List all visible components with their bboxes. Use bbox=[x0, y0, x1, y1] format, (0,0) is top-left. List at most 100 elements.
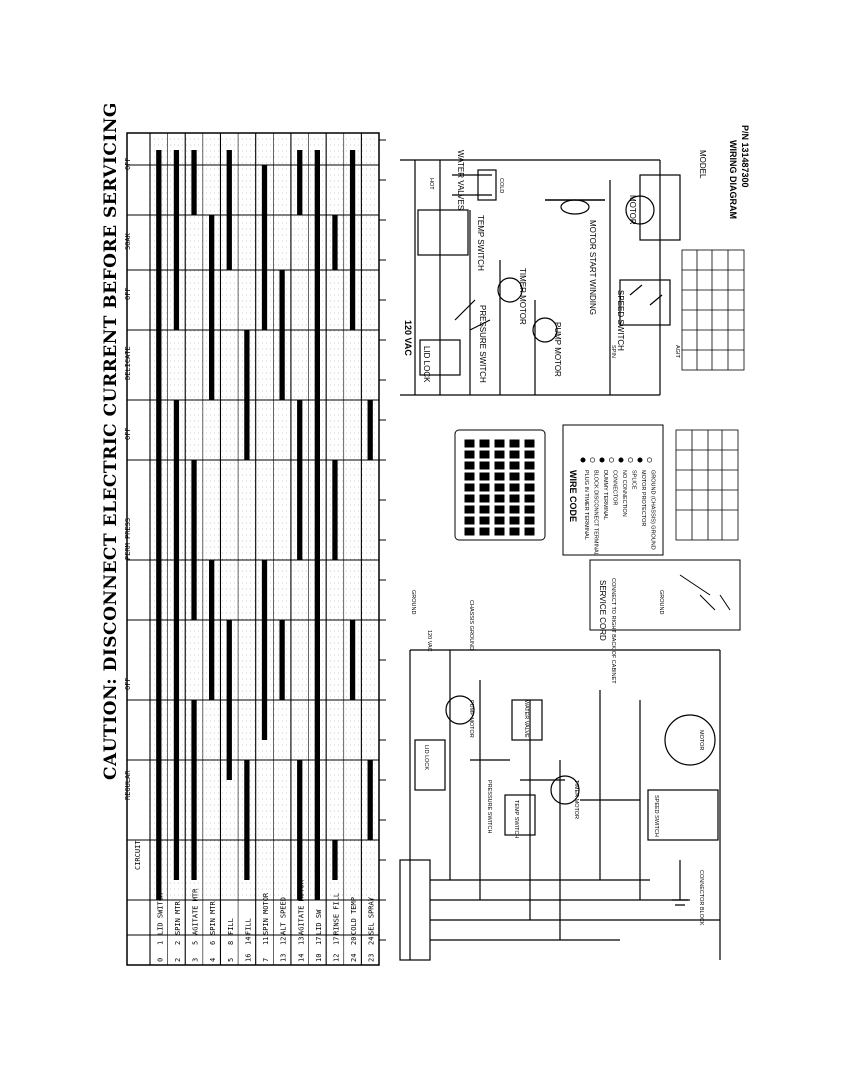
cam-bar bbox=[244, 760, 250, 880]
plug-pin bbox=[509, 461, 520, 470]
label-motor-start-winding: MOTOR START WINDING bbox=[588, 220, 597, 315]
chart-row-number-b: 11 bbox=[262, 937, 270, 945]
plug-pin bbox=[464, 505, 475, 514]
chart-row-number: 5 bbox=[227, 958, 235, 962]
schematic-voltage: 120 VAC bbox=[403, 320, 413, 356]
plug-pin bbox=[524, 516, 535, 525]
plug-pin bbox=[494, 494, 505, 503]
cam-bar bbox=[226, 150, 232, 270]
note-service-cord: SERVICE CORD bbox=[598, 580, 607, 641]
plug-pin bbox=[524, 450, 535, 459]
plug-pin bbox=[464, 439, 475, 448]
ladder-schematic bbox=[400, 159, 681, 396]
plug-pin bbox=[509, 527, 520, 536]
legend-symbol bbox=[618, 457, 624, 463]
legend-item: SPLICE bbox=[631, 470, 637, 490]
schematic-labels: 120 VAC LID LOCK PRESSURE SWITCH TIMER M… bbox=[403, 150, 680, 383]
chart-row-number-b: 14 bbox=[244, 937, 252, 945]
wire-label-water-valve: WATER VALVE bbox=[523, 700, 529, 738]
chart-row-number-b: 5 bbox=[192, 941, 200, 945]
cam-bar bbox=[261, 165, 268, 330]
cam-bar bbox=[367, 760, 373, 840]
chart-row-number-b: 2 bbox=[174, 941, 182, 945]
legend-item: MOTOR PROTECTOR bbox=[640, 470, 646, 526]
label-pressure-switch: PRESSURE SWITCH bbox=[478, 305, 487, 383]
plug-pin bbox=[494, 472, 505, 481]
plug-pin bbox=[479, 516, 490, 525]
label-spin: SPIN bbox=[610, 345, 616, 358]
plug-pin bbox=[494, 461, 505, 470]
legend-item: NO CONNECTION bbox=[621, 470, 627, 517]
label-hot: HOT bbox=[428, 178, 434, 190]
switch-table-1 bbox=[681, 249, 745, 371]
chart-row-number: 12 bbox=[332, 954, 340, 962]
plug-pin bbox=[494, 439, 505, 448]
plug-pin bbox=[464, 461, 475, 470]
chart-circuit-name: LID SW bbox=[315, 909, 323, 935]
plug-pin bbox=[479, 494, 490, 503]
plug-pin bbox=[479, 461, 490, 470]
pictorial-wiring bbox=[399, 649, 721, 961]
label-agit: AGIT bbox=[674, 345, 680, 358]
chart-circuit-name: RINSE FILL bbox=[332, 893, 340, 935]
plug-pin bbox=[494, 527, 505, 536]
plug-pin bbox=[494, 505, 505, 514]
chart-row-lines bbox=[149, 133, 380, 965]
switch-table-2 bbox=[675, 429, 739, 541]
wire-label-pressure-switch: PRESSURE SWITCH bbox=[486, 780, 492, 834]
chart-header-regular: REGULAR bbox=[124, 770, 132, 800]
label-lid-lock: LID LOCK bbox=[422, 346, 431, 383]
chart-degree-ticks bbox=[379, 139, 386, 941]
plug-pin bbox=[464, 472, 475, 481]
wire-label-ground: GROUND bbox=[410, 590, 416, 614]
wire-label-motor: MOTOR bbox=[698, 730, 704, 750]
plug-pin bbox=[464, 450, 475, 459]
chart-row-number-b: 17 bbox=[332, 937, 340, 945]
plug-pin bbox=[524, 494, 535, 503]
plug-pin bbox=[509, 472, 520, 481]
wire-label-chassis-ground: CHASSIS GROUND bbox=[468, 600, 474, 650]
label-temp-switch: TEMP SWITCH bbox=[476, 215, 485, 271]
chart-circuit-name: COLD TEMP bbox=[350, 897, 358, 935]
plug-pin bbox=[509, 483, 520, 492]
chart-header-circuit: CIRCUIT bbox=[134, 840, 142, 870]
cam-bar bbox=[297, 400, 303, 560]
plug-pin bbox=[509, 505, 520, 514]
wire-label-lid-lock: LID LOCK bbox=[423, 745, 429, 770]
legend-symbol bbox=[637, 457, 643, 463]
plug-pin bbox=[479, 483, 490, 492]
connector-block bbox=[454, 429, 546, 541]
chart-row-number: 23 bbox=[368, 954, 376, 962]
plug-pin bbox=[464, 494, 475, 503]
chart-circuit-name: SPIN MTR bbox=[209, 900, 217, 935]
pictorial-labels: GROUND LID LOCK PUMP MOTOR TIMER MOTOR W… bbox=[410, 590, 704, 926]
chart-circuit-name: SPIN MTR bbox=[174, 900, 182, 935]
wire-label-speed-switch: SPEED SWITCH bbox=[653, 795, 659, 837]
plug-pin bbox=[509, 494, 520, 503]
chart-header-delicate: DELICATE bbox=[124, 346, 132, 380]
chart-header-off-1: OFF bbox=[124, 677, 132, 690]
title-block: MODEL WIRING DIAGRAM P/N 131487300 bbox=[698, 125, 750, 219]
plug-pin bbox=[479, 472, 490, 481]
title-model: MODEL bbox=[698, 150, 707, 179]
chart-row-number: 13 bbox=[280, 954, 288, 962]
chart-circuit-name: AGITATE MTR bbox=[192, 888, 200, 935]
chart-circuit-name: SEL SPRAY bbox=[368, 896, 376, 935]
legend-item: GROUND (CHASSIS) GROUND bbox=[650, 470, 656, 550]
chart-circuit-name: FILL bbox=[227, 918, 235, 935]
plug-pin bbox=[494, 483, 505, 492]
legend-item: BLOCK DISCONNECT TERMINAL bbox=[593, 470, 599, 556]
cam-bar bbox=[279, 620, 285, 700]
title-wiring-diagram: WIRING DIAGRAM bbox=[728, 140, 738, 219]
cam-bar bbox=[244, 330, 250, 460]
chart-header-perm-press: PERM PRESS bbox=[124, 518, 132, 560]
plug-pin bbox=[524, 472, 535, 481]
chart-row-number-b: 8 bbox=[227, 941, 235, 945]
plug-pin bbox=[524, 461, 535, 470]
cam-bar bbox=[191, 150, 197, 215]
chart-row-number: 14 bbox=[297, 954, 305, 962]
chart-row-number-b: 1 bbox=[156, 941, 164, 945]
